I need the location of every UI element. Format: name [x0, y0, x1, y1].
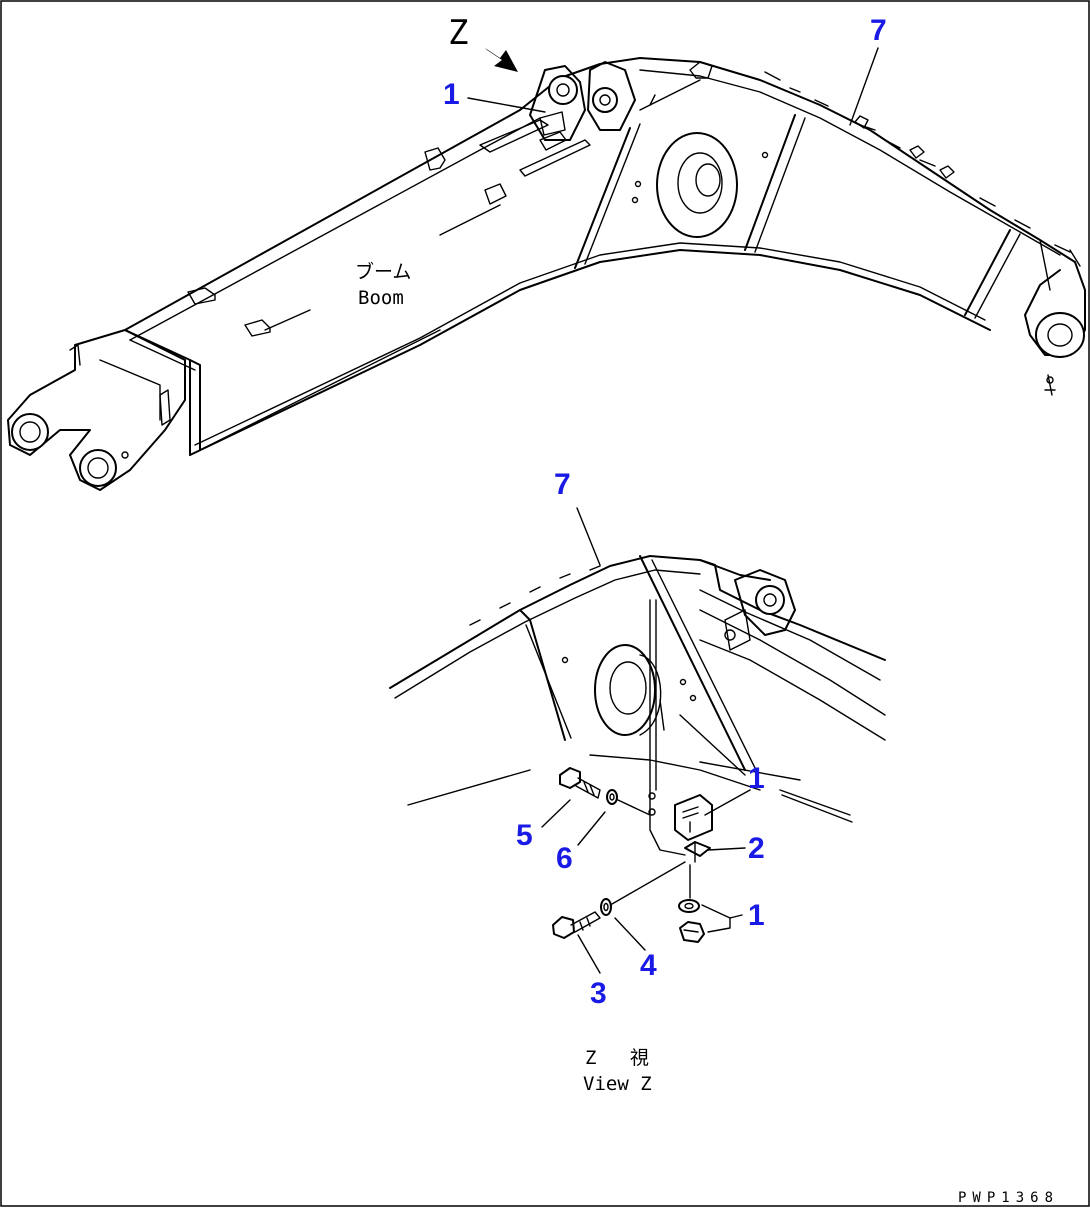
- view-marker-letter: Z: [448, 13, 468, 53]
- view-z-label-english: View Z: [583, 1073, 652, 1095]
- washer-4: [600, 898, 612, 916]
- callout-2: 2: [748, 832, 765, 865]
- bolt-3: [552, 911, 601, 939]
- washer-nut-1: [678, 899, 705, 943]
- drawing-code: PWP1368: [958, 1190, 1059, 1206]
- bolt-5: [559, 767, 601, 799]
- callout-6: 6: [556, 842, 573, 875]
- view-z-detail-drawing: [389, 555, 886, 943]
- callout-1-detail-b: 1: [748, 899, 765, 932]
- callout-7-top: 7: [870, 14, 887, 47]
- boom-overview-drawing: [7, 57, 1086, 491]
- callout-1-top: 1: [443, 78, 460, 111]
- callout-1-detail-a: 1: [748, 762, 765, 795]
- callout-4: 4: [640, 949, 657, 982]
- boom-label-english: Boom: [358, 287, 404, 309]
- view-z-arrow: Z: [448, 13, 518, 72]
- washer-6: [606, 789, 618, 805]
- boom-label: ブーム Boom: [355, 260, 411, 309]
- view-z-label: Z 視 View Z: [583, 1047, 652, 1095]
- lamp-unit: [674, 794, 713, 841]
- callout-7-detail: 7: [554, 468, 571, 501]
- callouts: 1 7 7 1 2 1 5 6 4 3: [443, 14, 887, 1010]
- callout-5: 5: [516, 819, 533, 852]
- boom-label-japanese: ブーム: [355, 260, 411, 283]
- arrow-icon: [485, 48, 518, 72]
- callout-3: 3: [590, 977, 607, 1010]
- view-z-label-japanese: Z 視: [585, 1047, 649, 1069]
